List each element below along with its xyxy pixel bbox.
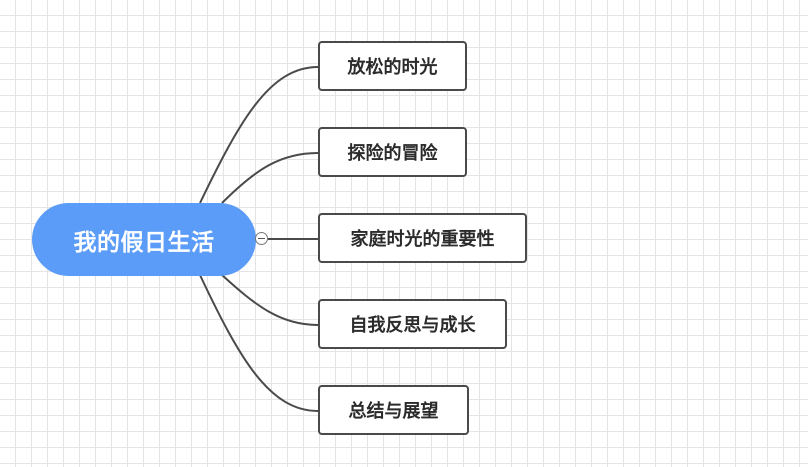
subtopic-label: 自我反思与成长 — [349, 315, 476, 336]
root-topic-node[interactable]: 我的假日生活 — [32, 203, 256, 276]
connector-line-3 — [221, 274, 319, 326]
subtopic-label: 家庭时光的重要性 — [350, 229, 495, 250]
collapse-minus-icon[interactable] — [255, 232, 268, 245]
subtopic-node-relax[interactable]: 放松的时光 — [318, 41, 467, 91]
subtopic-node-adventure[interactable]: 探险的冒险 — [318, 127, 467, 177]
subtopic-label: 总结与展望 — [348, 401, 439, 422]
connector-line-1 — [221, 152, 319, 204]
connector-line-0 — [199, 66, 319, 204]
subtopic-node-family[interactable]: 家庭时光的重要性 — [318, 213, 527, 263]
root-topic-label: 我的假日生活 — [73, 229, 215, 256]
connector-line-4 — [199, 274, 319, 412]
subtopic-label: 放松的时光 — [347, 57, 438, 78]
subtopic-node-summary[interactable]: 总结与展望 — [318, 385, 469, 435]
subtopic-node-reflection[interactable]: 自我反思与成长 — [318, 299, 507, 349]
subtopic-label: 探险的冒险 — [347, 143, 438, 164]
